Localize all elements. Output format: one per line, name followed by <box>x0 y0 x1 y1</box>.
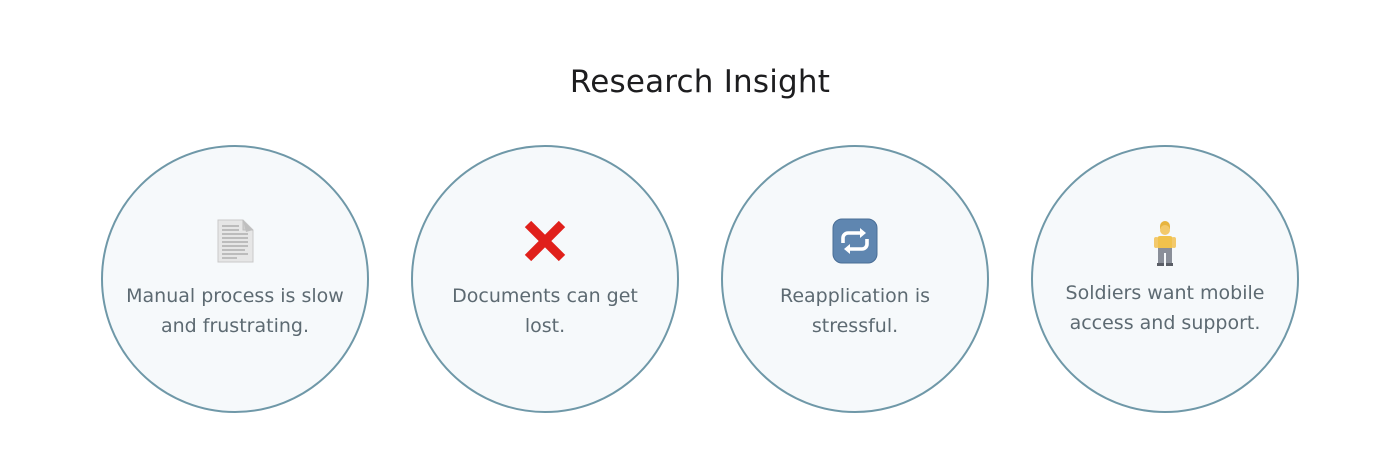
cross-mark-icon <box>521 217 569 265</box>
insight-text: Manual process is slow and frustrating. <box>126 285 344 337</box>
repeat-icon <box>831 217 879 265</box>
document-icon <box>211 217 259 265</box>
insight-card-mobile-access: Soldiers want mobile access and support. <box>1031 145 1299 413</box>
insight-text: Reapplication is stressful. <box>779 285 931 337</box>
person-icon <box>1141 220 1189 268</box>
insight-card-lost-documents: Documents can get lost. <box>411 145 679 413</box>
insight-card-reapplication: Reapplication is stressful. <box>721 145 989 413</box>
insight-text: Documents can get lost. <box>452 285 638 337</box>
page-title: Research Insight <box>569 64 831 100</box>
insight-text: Soldiers want mobile access and support. <box>1065 282 1265 334</box>
insight-card-manual-process: Manual process is slow and frustrating. <box>101 145 369 413</box>
